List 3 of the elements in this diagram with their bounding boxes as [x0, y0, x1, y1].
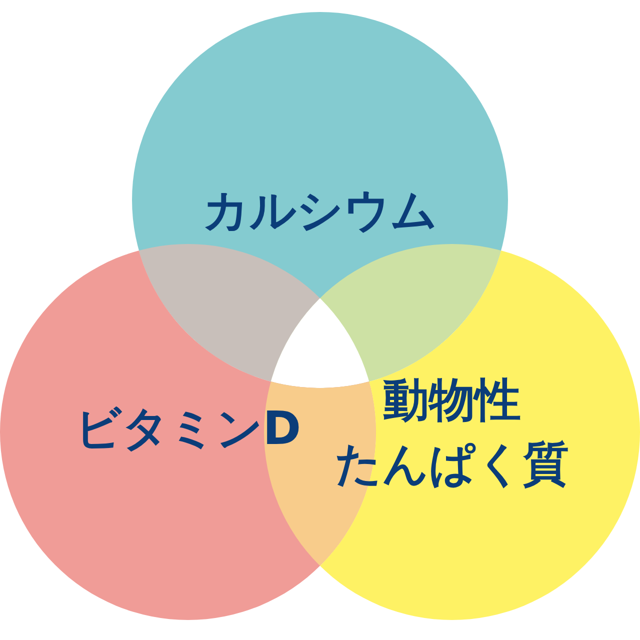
set-label: ビタミンD — [74, 400, 302, 457]
set-label: 動物性たんぱく質 — [335, 372, 569, 493]
set-label: カルシウム — [202, 182, 438, 239]
